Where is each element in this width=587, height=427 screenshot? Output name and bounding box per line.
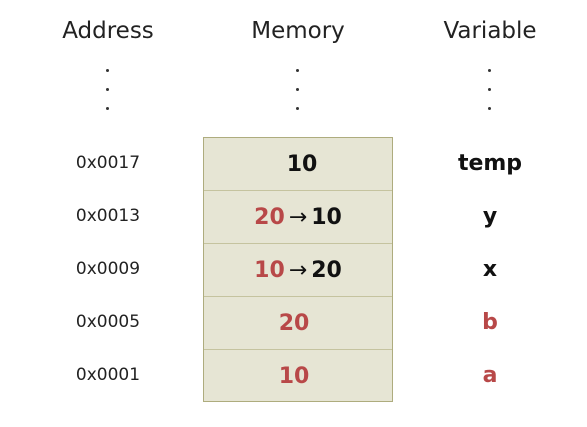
new-value: 20 <box>311 258 342 283</box>
memory-ellipsis <box>288 60 308 116</box>
variable-label: b <box>482 310 498 335</box>
memory-cell-temp: 10 <box>204 138 392 191</box>
memory-cell-b: 20 <box>204 297 392 350</box>
variable-ellipsis <box>480 60 500 116</box>
arrow-icon <box>279 152 287 177</box>
address-ellipsis <box>98 60 118 116</box>
memory-column-header: Memory <box>251 18 345 44</box>
variable-label: temp <box>457 151 523 176</box>
address-column-header: Address <box>62 18 154 44</box>
variable-column-header: Variable <box>443 18 537 44</box>
variable-label: y <box>482 204 498 229</box>
address-label: 0x0009 <box>75 259 141 279</box>
memory-cell-x: 10→20 <box>204 244 392 297</box>
arrow-icon: → <box>288 258 308 283</box>
arrow-icon <box>309 311 317 336</box>
address-label: 0x0017 <box>75 153 141 173</box>
arrow-icon <box>309 364 317 389</box>
old-value: 10 <box>254 258 285 283</box>
address-label: 0x0001 <box>75 365 141 385</box>
memory-cell-a: 10 <box>204 350 392 403</box>
old-value: 20 <box>254 205 285 230</box>
address-label: 0x0013 <box>75 206 141 226</box>
old-value: 20 <box>278 311 310 336</box>
variable-label: x <box>482 257 498 282</box>
new-value: 10 <box>286 152 318 177</box>
variable-label: a <box>482 363 498 388</box>
memory-cell-y: 20→10 <box>204 191 392 244</box>
address-label: 0x0005 <box>75 312 141 332</box>
new-value: 10 <box>311 205 342 230</box>
old-value: 10 <box>278 364 310 389</box>
memory-block: 10 20→10 10→20 20 10 <box>203 137 393 402</box>
arrow-icon: → <box>288 205 308 230</box>
